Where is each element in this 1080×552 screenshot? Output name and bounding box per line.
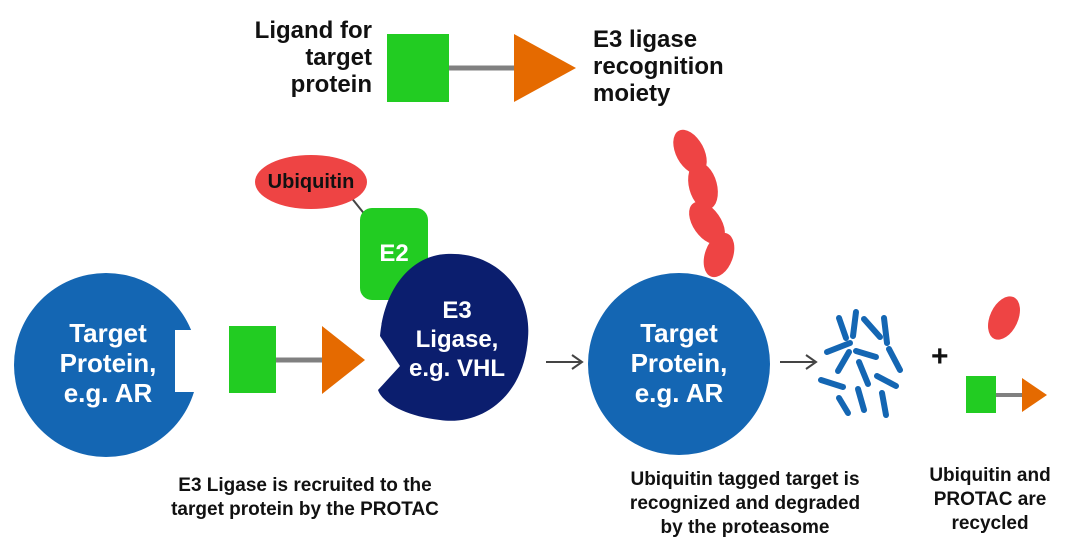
step3-caption: Ubiquitin and PROTAC are recycled <box>929 465 1051 534</box>
plus-sign: + <box>931 340 949 373</box>
legend-ligand-square <box>387 34 449 102</box>
step1-caption: E3 Ligase is recruited to the target pro… <box>171 475 439 520</box>
e3-ligase-label: E3 Ligase, e.g. VHL <box>408 297 505 382</box>
step2-caption: Ubiquitin tagged target is recognized an… <box>629 469 861 538</box>
target-protein-1 <box>14 273 198 457</box>
e3-ligase <box>378 253 529 421</box>
target-protein-label-2: Target Protein, e.g. AR <box>630 318 728 408</box>
protac-e3-triangle <box>322 326 365 394</box>
target-protein-2 <box>588 273 770 455</box>
legend-e3-triangle <box>514 34 576 102</box>
recycled-e3-triangle <box>1022 378 1047 412</box>
ubiquitin-recycled <box>988 296 1020 340</box>
e3-moiety-label: E3 ligase recognition moiety <box>593 26 724 107</box>
ubiquitin-label: Ubiquitin <box>267 171 355 193</box>
protac-ligand-square <box>229 326 276 393</box>
arrow-2 <box>780 354 818 370</box>
e2-label: E2 <box>379 240 409 267</box>
ubiquitin-1 <box>255 155 367 209</box>
target-protein-label-1: Target Protein, e.g. AR <box>59 318 157 408</box>
ligand-label: Ligand for target protein <box>254 17 372 98</box>
arrow-1 <box>546 354 584 370</box>
polyubiquitin-chain <box>673 129 735 278</box>
binding-pocket <box>175 330 208 392</box>
recycled-ligand-square <box>966 376 996 413</box>
peptide-fragments <box>818 309 903 418</box>
